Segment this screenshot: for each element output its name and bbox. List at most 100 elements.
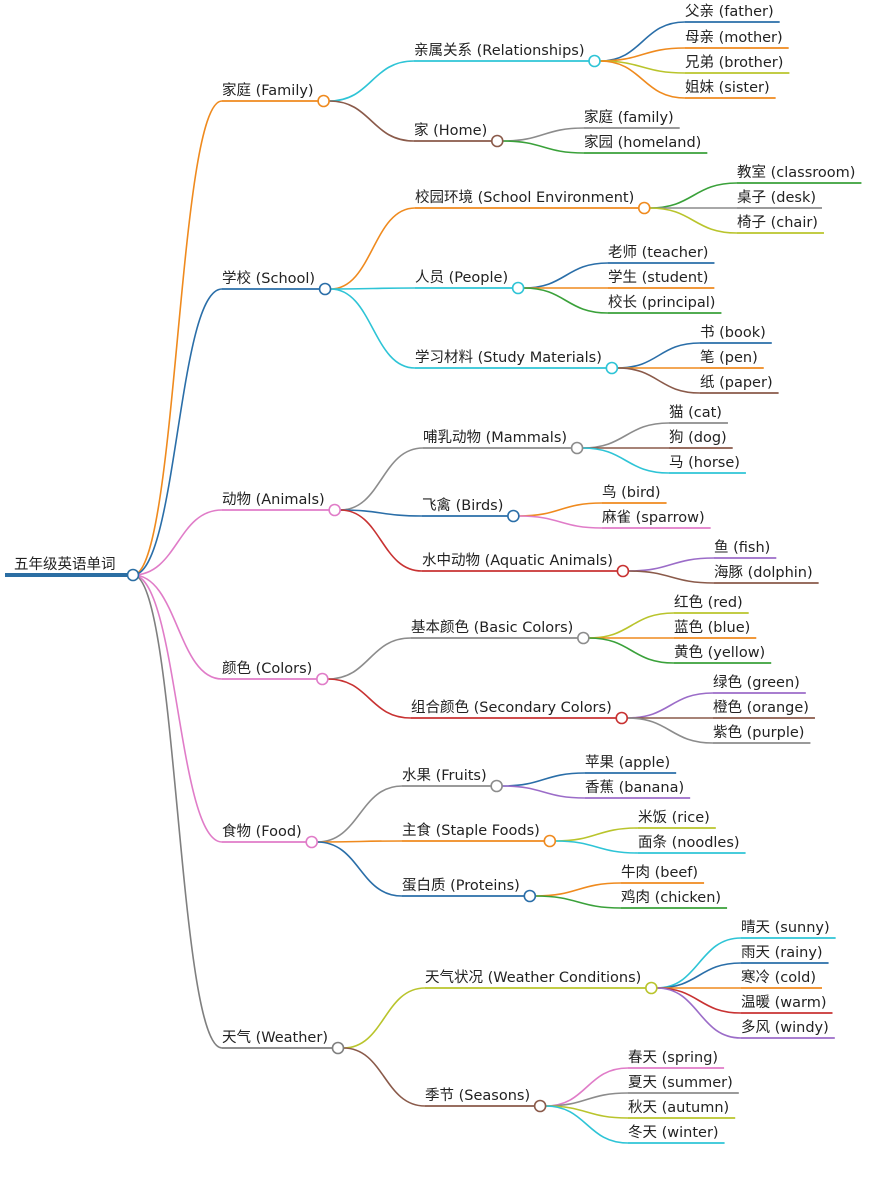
branch-label: 家庭 (Family) [222, 82, 314, 99]
subtopic-label: 水果 (Fruits) [402, 767, 487, 784]
subtopic-connector [317, 840, 403, 843]
branch-connector [132, 574, 223, 843]
subtopic-label: 亲属关系 (Relationships) [414, 42, 585, 59]
leaf-connector [656, 962, 742, 989]
leaf-label: 黄色 (yellow) [674, 644, 765, 661]
leaf-connector [502, 127, 585, 142]
branch-node-circle[interactable] [305, 835, 319, 849]
branch-node-circle[interactable] [316, 672, 329, 686]
leaf-connector [628, 570, 715, 584]
leaf-connector [588, 612, 675, 639]
leaf-label: 马 (horse) [669, 454, 740, 471]
leaf-label: 父亲 (father) [685, 3, 774, 20]
subtopic-node-circle[interactable] [523, 889, 537, 903]
leaf-label: 寒冷 (cold) [741, 968, 816, 986]
leaf-label: 夏天 (summer) [628, 1075, 733, 1091]
leaf-connector [582, 422, 670, 449]
leaf-connector [628, 557, 715, 572]
leaf-connector [656, 937, 742, 989]
leaf-label: 冬天 (winter) [628, 1124, 719, 1141]
branch-node-circle[interactable] [317, 94, 330, 108]
leaf-label: 海豚 (dolphin) [714, 564, 813, 581]
subtopic-node-circle[interactable] [616, 564, 630, 578]
subtopic-label: 校园环境 (School Environment) [415, 188, 634, 206]
leaf-label: 秋天 (autumn) [628, 1099, 729, 1116]
branch-label: 学校 (School) [222, 270, 315, 287]
branch-connector [132, 509, 223, 576]
leaf-label: 母亲 (mother) [685, 29, 783, 46]
subtopic-node-circle[interactable] [637, 201, 651, 215]
leaf-connector [656, 987, 742, 1039]
branch-label: 食物 (Food) [222, 823, 302, 840]
leaf-label: 书 (book) [700, 324, 766, 341]
subtopic-label: 组合颜色 (Secondary Colors) [411, 699, 612, 716]
leaf-label: 狗 (dog) [669, 429, 727, 446]
subtopic-connector [329, 100, 415, 142]
leaf-label: 鱼 (fish) [714, 538, 770, 556]
leaf-label: 姐妹 (sister) [685, 79, 770, 96]
leaf-label: 学生 (student) [608, 269, 708, 286]
leaf-connector [518, 502, 603, 517]
subtopic-node-circle[interactable] [588, 54, 601, 68]
subtopic-connector [329, 60, 415, 102]
subtopic-connector [317, 841, 403, 897]
branch-connector [132, 100, 223, 576]
leaf-label: 晴天 (sunny) [741, 919, 830, 936]
subtopic-label: 蛋白质 (Proteins) [402, 877, 520, 894]
leaf-connector [599, 21, 686, 62]
subtopic-node-circle[interactable] [577, 631, 590, 645]
subtopic-node-circle[interactable] [490, 134, 504, 148]
subtopic-node-circle[interactable] [645, 981, 658, 995]
subtopic-label: 人员 (People) [415, 269, 508, 286]
leaf-label: 米饭 (rice) [638, 809, 710, 826]
connector-layer [5, 21, 862, 1144]
leaf-label: 红色 (red) [674, 594, 743, 611]
leaf-connector [588, 637, 675, 664]
subtopic-node-circle[interactable] [615, 711, 629, 725]
root-label: 五年级英语单词 [14, 555, 116, 573]
leaf-connector [545, 1067, 629, 1107]
leaf-connector [502, 140, 585, 154]
leaf-connector [656, 987, 742, 1014]
subtopic-node-circle[interactable] [543, 834, 557, 848]
leaf-connector [582, 447, 670, 474]
leaf-label: 笔 (pen) [700, 349, 758, 366]
leaf-label: 香蕉 (banana) [585, 779, 684, 796]
leaf-connector [627, 717, 714, 744]
subtopic-label: 季节 (Seasons) [425, 1087, 530, 1104]
subtopic-node-circle[interactable] [511, 281, 525, 295]
subtopic-node-circle[interactable] [605, 361, 619, 375]
leaf-connector [518, 515, 603, 529]
root-node-circle[interactable] [126, 568, 140, 582]
branch-connector [132, 288, 223, 576]
subtopic-connector [343, 1047, 426, 1107]
leaf-connector [523, 287, 609, 314]
subtopic-label: 主食 (Staple Foods) [402, 822, 540, 839]
subtopic-connector [330, 287, 416, 290]
subtopic-connector [340, 447, 424, 511]
subtopic-label: 哺乳动物 (Mammals) [423, 429, 567, 446]
branch-node-circle[interactable] [328, 503, 341, 517]
leaf-connector [555, 840, 639, 854]
leaf-label: 家庭 (family) [584, 109, 674, 126]
branch-node-circle[interactable] [318, 282, 332, 296]
subtopic-connector [343, 987, 426, 1049]
branch-connector [132, 574, 223, 1049]
leaf-label: 桌子 (desk) [737, 189, 816, 206]
leaf-label: 牛肉 (beef) [621, 864, 698, 881]
subtopic-node-circle[interactable] [507, 509, 520, 523]
leaf-connector [502, 772, 586, 787]
subtopic-connector [330, 288, 416, 369]
subtopic-node-circle[interactable] [490, 779, 503, 793]
subtopic-label: 天气状况 (Weather Conditions) [425, 969, 641, 986]
leaf-label: 椅子 (chair) [737, 214, 818, 231]
subtopic-node-circle[interactable] [533, 1099, 547, 1113]
subtopic-node-circle[interactable] [570, 441, 584, 455]
branch-node-circle[interactable] [331, 1041, 345, 1055]
leaf-label: 老师 (teacher) [608, 244, 708, 261]
leaf-connector [535, 895, 622, 909]
leaf-connector [599, 60, 686, 99]
leaf-connector [649, 182, 738, 209]
branch-label: 天气 (Weather) [222, 1029, 328, 1046]
